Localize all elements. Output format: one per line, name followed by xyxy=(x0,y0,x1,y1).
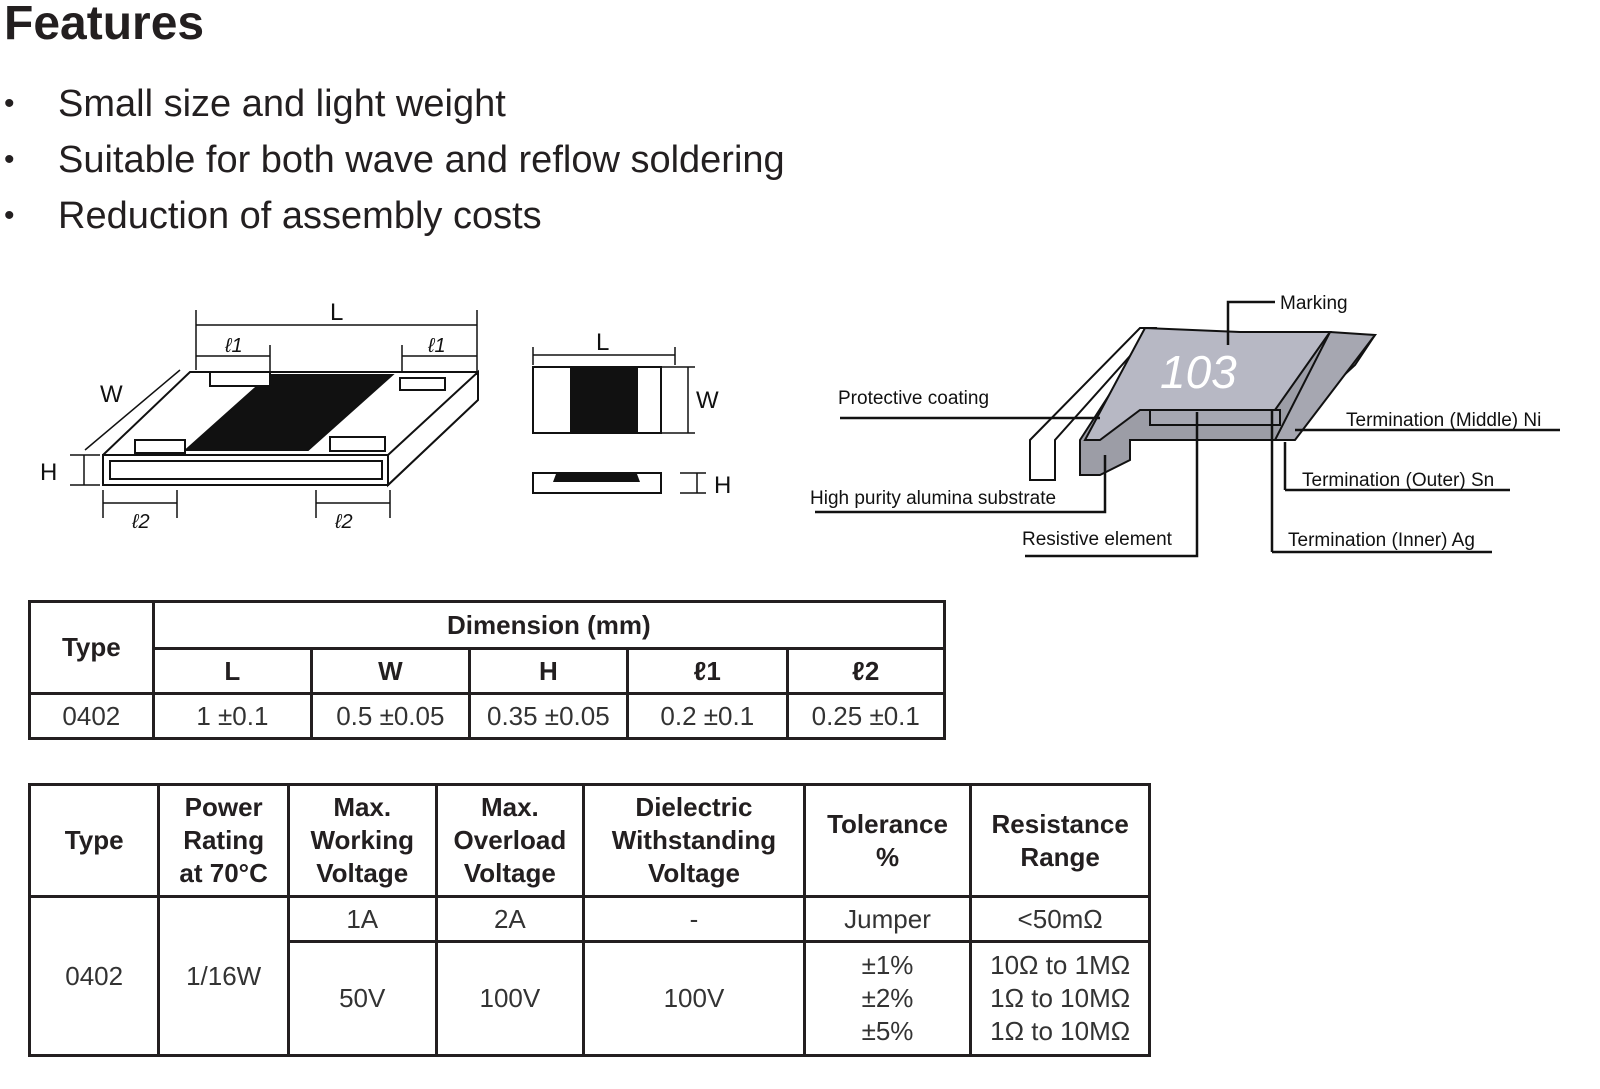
dim-label-L: L xyxy=(330,299,343,326)
header-dimension: Dimension (mm) xyxy=(151,600,947,650)
dim-label-W: W xyxy=(696,387,719,414)
cell-L: 1 ±0.1 xyxy=(151,692,314,740)
dim-label-l1: ℓ1 xyxy=(224,335,243,357)
feature-item: • Small size and light weight xyxy=(0,78,785,134)
bullet-icon: • xyxy=(4,87,15,120)
cell-l2: 0.25 ±0.1 xyxy=(785,692,947,740)
cell-overload: 100V xyxy=(434,940,586,1057)
label-termination-outer: Termination (Outer) Sn xyxy=(1302,470,1494,491)
dim-label-H: H xyxy=(40,459,57,486)
dim-label-W: W xyxy=(100,381,123,408)
cell-l1: 0.2 ±0.1 xyxy=(626,692,789,740)
header-tolerance: Tolerance% xyxy=(802,783,973,898)
header-L: L xyxy=(151,647,314,695)
cell-working: 50V xyxy=(286,940,438,1057)
label-termination-inner: Termination (Inner) Ag xyxy=(1288,530,1475,551)
bullet-icon: • xyxy=(4,199,15,232)
header-type: Type xyxy=(27,783,161,898)
dim-label-L: L xyxy=(596,329,609,356)
bullet-icon: • xyxy=(4,143,15,176)
header-H: H xyxy=(467,647,630,695)
label-resistive-element: Resistive element xyxy=(1022,529,1173,550)
cell-dielectric: - xyxy=(582,895,806,943)
cell-overload: 2A xyxy=(434,895,586,943)
cell-H: 0.35 ±0.05 xyxy=(467,692,630,740)
cell-type: 0402 xyxy=(28,692,155,740)
feature-item: • Reduction of assembly costs xyxy=(0,190,785,246)
cell-tolerance: ±1%±2%±5% xyxy=(802,940,973,1057)
marking-text: 103 xyxy=(1160,346,1237,398)
label-protective-coating: Protective coating xyxy=(838,388,989,409)
feature-item: • Suitable for both wave and reflow solde… xyxy=(0,134,785,190)
dimension-diagram: L ℓ1 ℓ1 W H ℓ2 ℓ2 L W H xyxy=(40,299,731,533)
cell-type: 0402 xyxy=(27,895,161,1057)
header-l2: ℓ2 xyxy=(785,647,947,695)
cell-range: <50mΩ xyxy=(969,895,1151,943)
dim-label-l2: ℓ2 xyxy=(131,511,150,533)
structure-diagram: 103 Marking Protective coating High puri… xyxy=(810,293,1560,558)
table-row: 0402 1 ±0.1 0.5 ±0.05 0.35 ±0.05 0.2 ±0.… xyxy=(28,692,947,740)
label-substrate: High purity alumina substrate xyxy=(810,488,1056,509)
label-marking: Marking xyxy=(1280,293,1348,314)
dim-label-H: H xyxy=(714,472,731,499)
dim-label-l1: ℓ1 xyxy=(427,335,446,357)
feature-text: Suitable for both wave and reflow solder… xyxy=(58,139,785,181)
cell-W: 0.5 ±0.05 xyxy=(310,692,471,740)
cell-dielectric: 100V xyxy=(582,940,806,1057)
header-W: W xyxy=(310,647,471,695)
feature-text: Small size and light weight xyxy=(58,83,506,125)
features-list: • Small size and light weight • Suitable f… xyxy=(0,78,785,246)
dimension-table: Type Dimension (mm) L W H ℓ1 ℓ2 0402 1 ±… xyxy=(28,600,947,740)
cell-tolerance: Jumper xyxy=(802,895,973,943)
header-l1: ℓ1 xyxy=(626,647,789,695)
page-title: Features xyxy=(4,0,205,50)
cell-power: 1/16W xyxy=(157,895,290,1057)
cell-working: 1A xyxy=(286,895,438,943)
table-row-jumper: 0402 1/16W 1A 2A - Jumper <50mΩ xyxy=(27,895,1151,1057)
label-termination-middle: Termination (Middle) Ni xyxy=(1346,410,1541,431)
dim-label-l2: ℓ2 xyxy=(334,511,353,533)
header-type: Type xyxy=(28,600,155,695)
feature-text: Reduction of assembly costs xyxy=(58,195,542,237)
